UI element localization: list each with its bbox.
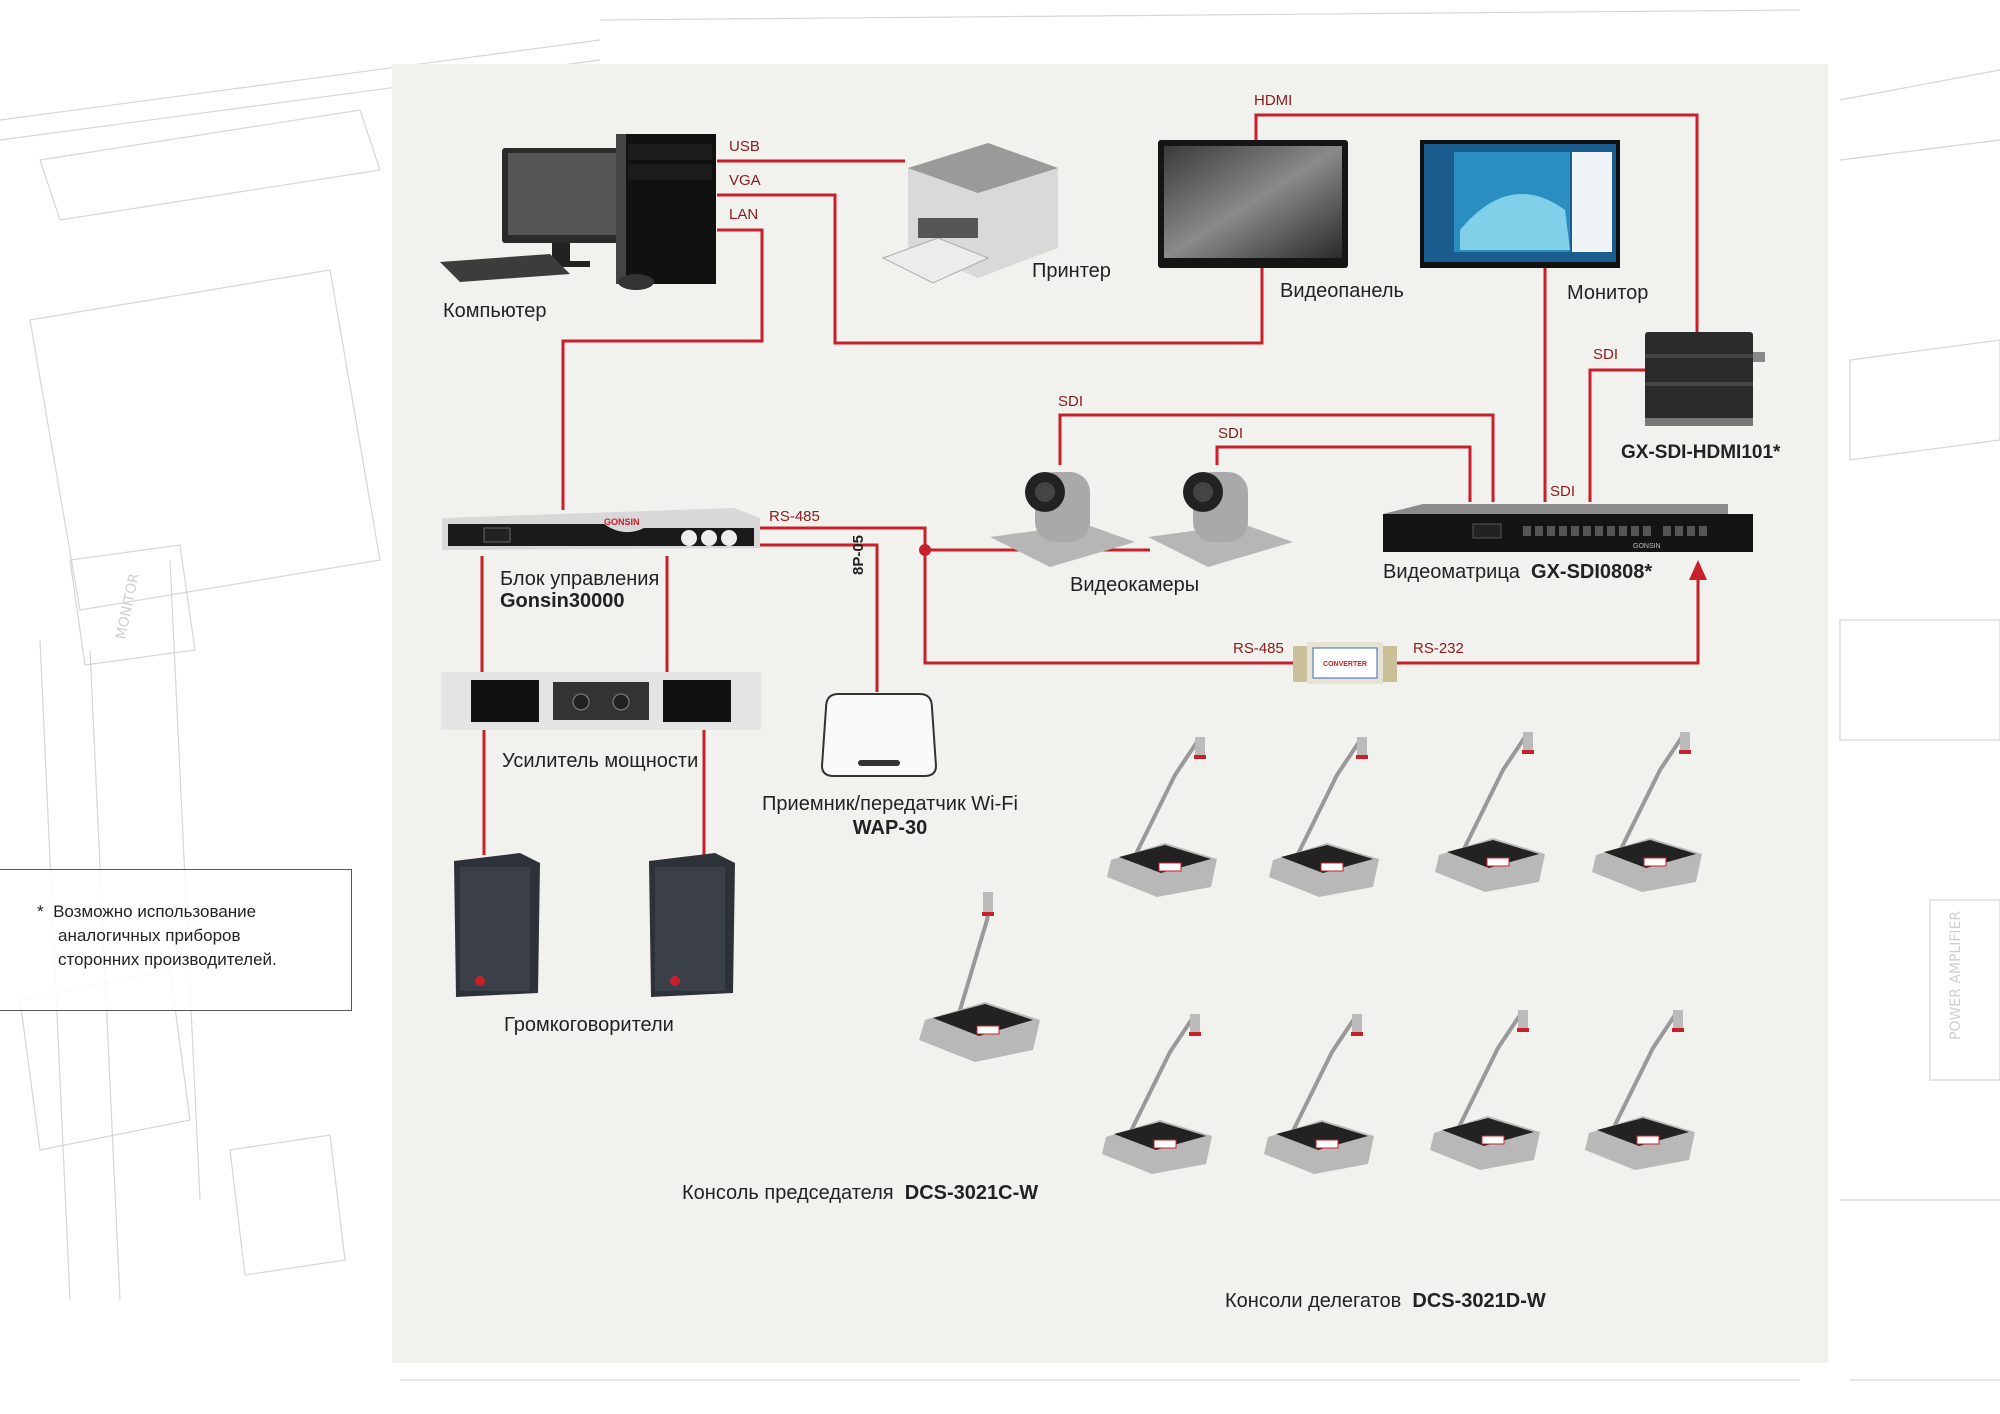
camera-2	[1148, 462, 1293, 570]
videopanel-label: Видеопанель	[1280, 280, 1404, 302]
svg-text:MONITOR: MONITOR	[113, 572, 143, 641]
hdmi-converter-device	[1645, 332, 1767, 428]
chairman-console	[915, 890, 1045, 1065]
wire-label-rs485-top: RS-485	[769, 508, 820, 525]
wifi-device	[820, 690, 938, 778]
computer-label: Компьютер	[443, 300, 547, 322]
videopanel-device	[1158, 140, 1348, 268]
speaker-right	[645, 853, 737, 1000]
amplifier-label: Усилитель мощности	[502, 750, 699, 772]
wire-label-sdi-cam2: SDI	[1218, 425, 1244, 442]
printer-device	[878, 138, 1060, 294]
control-unit-device: GONSIN	[434, 508, 760, 556]
monitor-label: Монитор	[1567, 282, 1649, 304]
wifi-label: Приемник/передатчик Wi-Fi WAP-30	[762, 793, 1018, 839]
wire-label-hdmi: HDMI	[1254, 92, 1293, 109]
video-matrix-device: GONSIN	[1383, 502, 1753, 554]
rs-converter-text: CONVERTER	[1323, 661, 1367, 668]
control-unit-brand: GONSIN	[604, 517, 640, 527]
delegates-label: Консоли делегатов DCS-3021D-W	[1225, 1290, 1546, 1312]
speakers-label: Громкоговорители	[504, 1014, 674, 1036]
wire-label-sdi-cam1: SDI	[1058, 393, 1084, 410]
footnote-box: * Возможно использование аналогичных при…	[0, 869, 352, 1011]
amplifier-device	[441, 672, 761, 732]
camera-1	[990, 462, 1135, 570]
wire-label-rs485-conv: RS-485	[1233, 640, 1284, 657]
matrix-brand: GONSIN	[1633, 543, 1661, 550]
wire-label-sdi-monitor: SDI	[1550, 483, 1576, 500]
speaker-left	[450, 853, 542, 1000]
delegate-console	[1433, 730, 1553, 895]
wire-label-rs232: RS-232	[1413, 640, 1464, 657]
delegate-console	[1590, 730, 1710, 895]
svg-text:POWER AMPLIFIER: POWER AMPLIFIER	[1948, 911, 1964, 1040]
delegate-console	[1428, 1008, 1548, 1173]
wire-label-usb: USB	[729, 138, 760, 155]
computer-device	[440, 134, 720, 294]
video-matrix-label: Видеоматрица GX-SDI0808*	[1383, 561, 1653, 583]
delegate-console	[1262, 1012, 1382, 1177]
footnote-text: * Возможно использование аналогичных при…	[37, 902, 277, 969]
delegate-console	[1267, 735, 1387, 900]
chairman-label: Консоль председателя DCS-3021C-W	[682, 1182, 1039, 1204]
delegate-console	[1105, 735, 1225, 900]
wire-label-8p05: 8P-05	[850, 534, 867, 575]
wire-label-lan: LAN	[729, 206, 759, 223]
wire-label-sdi-converter: SDI	[1593, 346, 1619, 363]
cameras-label: Видеокамеры	[1070, 574, 1200, 596]
control-unit-label: Блок управления Gonsin30000	[500, 568, 660, 612]
rs-converter-device: CONVERTER	[1293, 636, 1397, 692]
delegate-console	[1100, 1012, 1220, 1177]
wire-label-vga: VGA	[729, 172, 761, 189]
hdmi-converter-model: GX-SDI-HDMI101*	[1621, 442, 1781, 463]
monitor-device	[1420, 140, 1620, 268]
printer-label: Принтер	[1032, 260, 1111, 282]
delegate-console	[1583, 1008, 1703, 1173]
